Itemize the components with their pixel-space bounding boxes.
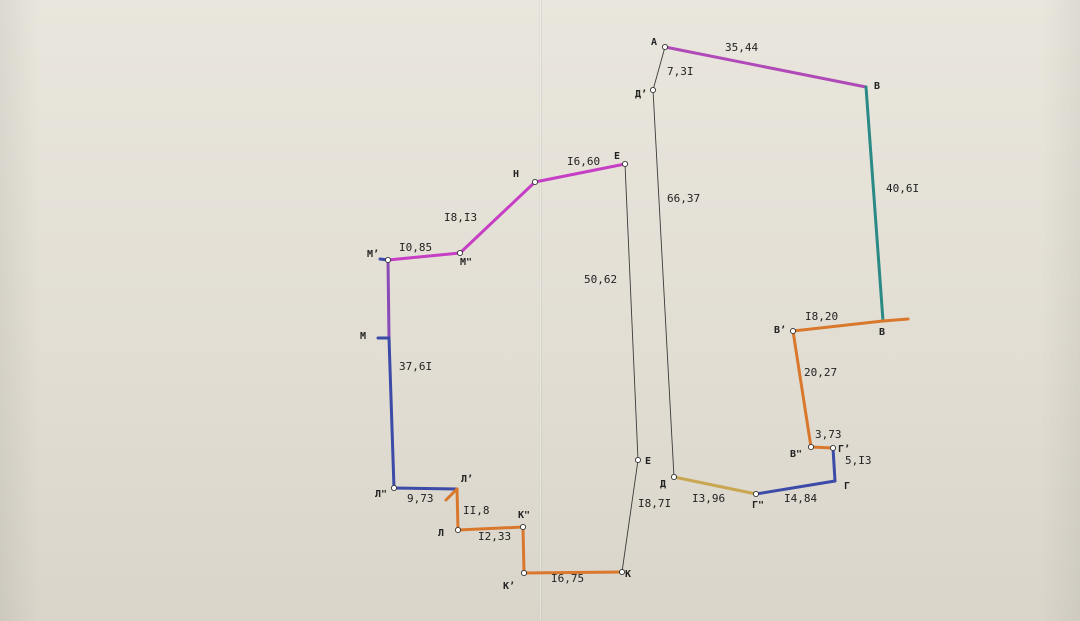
length-B3-G1: 3,73 bbox=[815, 428, 842, 441]
segment-M1-M2 bbox=[386, 251, 462, 262]
line-D1-D bbox=[652, 89, 675, 478]
label-point-A: А bbox=[651, 37, 657, 48]
length-K-E: I8,7I bbox=[638, 497, 671, 510]
segment-L2-L1 bbox=[392, 486, 459, 491]
label-point-K1: К’ bbox=[503, 581, 515, 592]
vertex-L2 bbox=[390, 484, 398, 492]
label-point-B3: В" bbox=[790, 449, 802, 460]
vertex-B3 bbox=[807, 443, 815, 451]
label-point-K2: К" bbox=[518, 510, 530, 521]
segment-A-B bbox=[663, 45, 868, 89]
vertex-M1 bbox=[384, 256, 392, 264]
length-A-B: 35,44 bbox=[725, 41, 758, 54]
length-L-K2: I2,33 bbox=[478, 530, 511, 543]
vertex-B1 bbox=[789, 327, 797, 335]
length-M-L2: 37,6I bbox=[399, 360, 432, 373]
length-G2-D: I3,96 bbox=[692, 492, 725, 505]
label-point-M2: М" bbox=[460, 257, 472, 268]
length-K1-K: I6,75 bbox=[551, 572, 584, 585]
vertex-G1 bbox=[829, 444, 837, 452]
length-M2-N: I8,I3 bbox=[444, 211, 477, 224]
vertex-M2 bbox=[456, 249, 464, 257]
label-point-B-lower: В bbox=[879, 327, 885, 338]
vertex-D bbox=[670, 473, 678, 481]
vertex-E bbox=[634, 456, 642, 464]
segment-B-tick bbox=[881, 317, 910, 323]
length-A-D1: 7,3I bbox=[667, 65, 694, 78]
line-E-K bbox=[621, 459, 639, 573]
label-point-L1: Л’ bbox=[461, 474, 473, 485]
vertex-K1 bbox=[520, 569, 528, 577]
vertex-E-top bbox=[621, 160, 629, 168]
length-E-E: 50,62 bbox=[584, 273, 617, 286]
vertex-A bbox=[661, 43, 669, 51]
label-point-E-top: Е bbox=[614, 151, 620, 162]
length-M1-M2: I0,85 bbox=[399, 241, 432, 254]
label-point-G1: Г’ bbox=[838, 444, 850, 455]
vertex-L bbox=[454, 526, 462, 534]
vertex-N bbox=[531, 178, 539, 186]
segment-L1-L bbox=[455, 487, 460, 532]
length-B-B: 40,6I bbox=[886, 182, 919, 195]
segment-B-B bbox=[864, 85, 885, 323]
label-point-L2: Л" bbox=[375, 489, 387, 500]
label-point-D1: Д’ bbox=[635, 89, 647, 100]
length-G1-G: 5,I3 bbox=[845, 454, 872, 467]
line-E-E bbox=[624, 163, 639, 461]
line-A-D1 bbox=[652, 46, 666, 91]
length-B1-B: I8,20 bbox=[805, 310, 838, 323]
label-point-G2: Г" bbox=[752, 500, 764, 511]
segment-M1-M bbox=[386, 258, 391, 340]
segment-M2-N bbox=[458, 180, 537, 255]
segment-B3-G1 bbox=[809, 445, 835, 450]
label-point-L: Л bbox=[438, 528, 444, 539]
length-L2-L1: 9,73 bbox=[407, 492, 434, 505]
label-point-M: М bbox=[360, 331, 366, 342]
length-L1-L: II,8 bbox=[463, 504, 490, 517]
label-point-E: Е bbox=[645, 456, 651, 467]
segment-K1-K bbox=[522, 570, 624, 575]
length-G-G2: I4,84 bbox=[784, 492, 817, 505]
paper-fold bbox=[539, 0, 542, 621]
vertex-K bbox=[618, 568, 626, 576]
label-point-M1: М’ bbox=[367, 249, 379, 260]
label-point-B1: В’ bbox=[774, 325, 786, 336]
label-point-K: К bbox=[625, 569, 631, 580]
segment-N-E bbox=[533, 162, 627, 184]
label-point-G: Г bbox=[844, 481, 850, 492]
length-N-E: I6,60 bbox=[567, 155, 600, 168]
segment-M-L2 bbox=[387, 336, 396, 490]
segment-L1-tick bbox=[444, 487, 459, 502]
segment-G1-G bbox=[831, 446, 837, 483]
segment-G-G2 bbox=[754, 479, 837, 496]
segment-B1-B bbox=[791, 319, 885, 333]
vertex-K2 bbox=[519, 523, 527, 531]
length-B1-B3: 20,27 bbox=[804, 366, 837, 379]
label-point-D: Д bbox=[660, 479, 666, 490]
vertex-G2 bbox=[752, 490, 760, 498]
label-point-N: Н bbox=[513, 169, 519, 180]
vertex-D1 bbox=[649, 86, 657, 94]
segment-G2-D bbox=[672, 475, 758, 496]
label-point-B: В bbox=[874, 81, 880, 92]
length-D1-D: 66,37 bbox=[667, 192, 700, 205]
segment-K2-K1 bbox=[521, 525, 526, 575]
segment-B1-B3 bbox=[791, 329, 813, 449]
segment-L-K2 bbox=[456, 525, 525, 532]
